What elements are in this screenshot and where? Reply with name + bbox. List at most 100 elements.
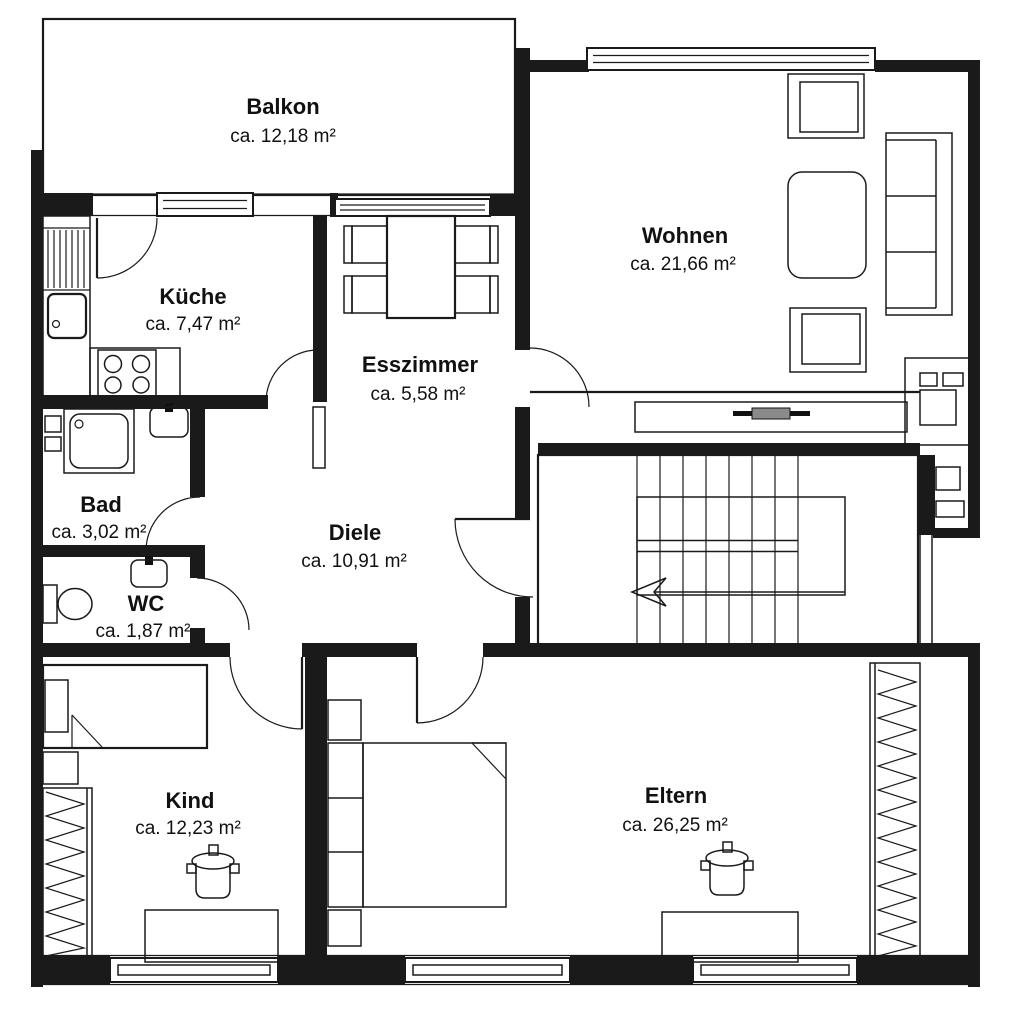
dining-table — [385, 214, 457, 320]
kueche-esszimmer-divider — [313, 216, 327, 402]
wc-sink — [130, 556, 168, 588]
dining-chair — [343, 225, 388, 264]
door-kueche-diele — [265, 349, 320, 403]
meter-box — [942, 372, 964, 387]
wohnen-west-wall-upper — [515, 48, 530, 350]
room-labels: Balkon ca. 12,18 m² Küche ca. 7,47 m² Es… — [51, 94, 735, 839]
stair-direction-arrow — [630, 577, 667, 607]
outer-wall-south-segment — [278, 955, 405, 985]
bed-eltern — [327, 742, 507, 908]
room-label-kind: Kind ca. 12,23 m² — [135, 788, 241, 839]
svg-text:ca. 5,58 m²: ca. 5,58 m² — [370, 384, 465, 405]
outer-wall-north-segment — [875, 60, 980, 72]
mid-south-wall-center — [302, 643, 417, 657]
plant-pot-kind — [186, 844, 240, 899]
svg-text:ca. 7,47 m²: ca. 7,47 m² — [145, 314, 240, 335]
entry-corridor — [530, 357, 975, 518]
desk-kind — [144, 909, 279, 963]
svg-text:WC: WC — [128, 591, 165, 616]
room-label-wc: WC ca. 1,87 m² — [95, 591, 190, 642]
door-wc — [196, 577, 250, 631]
door-bad — [145, 496, 201, 552]
apartment-entry-door-panel — [733, 407, 810, 420]
armchair — [787, 73, 865, 139]
kind-eltern-divider — [305, 657, 327, 957]
svg-text:Bad: Bad — [80, 492, 122, 517]
shaft-box — [44, 415, 62, 433]
doors — [95, 217, 590, 730]
desk-eltern — [661, 911, 799, 963]
stair-well-inner — [636, 496, 846, 596]
outer-wall-east-lower — [968, 645, 980, 987]
window-esszimmer-balcony — [334, 198, 491, 217]
kitchen-counter — [42, 215, 91, 403]
stair-treads — [636, 455, 799, 645]
dining-chair — [454, 225, 499, 264]
bad-east-wall — [190, 409, 205, 497]
walls — [31, 17, 980, 987]
eltern-furniture — [327, 662, 921, 963]
outer-wall-west — [31, 150, 43, 987]
outer-wall-step — [933, 528, 980, 538]
diele-east-wall-lower — [515, 597, 530, 655]
room-label-wohnen: Wohnen ca. 21,66 m² — [630, 223, 736, 275]
wardrobe-kind — [42, 787, 93, 961]
kitchen-stove — [89, 347, 181, 398]
svg-text:ca. 26,25 m²: ca. 26,25 m² — [622, 815, 728, 836]
svg-text:ca. 3,02 m²: ca. 3,02 m² — [51, 522, 146, 543]
wardrobe-eltern — [869, 662, 921, 963]
kitchen-fixtures — [42, 215, 181, 403]
bad-wc-divider — [31, 545, 205, 557]
svg-text:Esszimmer: Esszimmer — [362, 352, 479, 377]
armchair — [789, 307, 867, 373]
kind-furniture — [41, 663, 279, 963]
window-stairwell-east — [919, 535, 933, 645]
window-kueche-balcony — [156, 192, 254, 217]
bathroom-fixtures — [42, 403, 189, 624]
window-wohnen-north — [586, 47, 876, 71]
svg-text:ca. 12,23 m²: ca. 12,23 m² — [135, 818, 241, 839]
entry-nook — [904, 357, 975, 446]
door-kind — [229, 656, 304, 730]
door-diele-entry — [454, 517, 534, 598]
svg-text:ca. 12,18 m²: ca. 12,18 m² — [230, 126, 336, 147]
svg-text:Kind: Kind — [166, 788, 215, 813]
meter-box — [919, 372, 938, 387]
room-label-balkon: Balkon ca. 12,18 m² — [230, 94, 336, 147]
svg-text:Küche: Küche — [159, 284, 226, 309]
door-balcony-kueche — [95, 217, 158, 279]
svg-text:ca. 10,91 m²: ca. 10,91 m² — [301, 551, 407, 572]
toilet — [42, 584, 93, 624]
room-label-diele: Diele ca. 10,91 m² — [301, 520, 407, 572]
svg-text:ca. 21,66 m²: ca. 21,66 m² — [630, 254, 736, 275]
svg-text:Balkon: Balkon — [246, 94, 319, 119]
door-eltern — [415, 656, 484, 724]
svg-text:Wohnen: Wohnen — [642, 223, 728, 248]
landing-corridor — [634, 401, 908, 433]
nightstand — [42, 751, 79, 785]
stairwell-outline — [536, 453, 920, 647]
mid-south-wall-east — [483, 643, 980, 657]
living-room-furniture — [787, 73, 953, 373]
svg-text:ca. 1,87 m²: ca. 1,87 m² — [95, 621, 190, 642]
diele-east-wall-upper — [515, 407, 530, 519]
dining-chair — [343, 275, 388, 314]
room-label-kueche: Küche ca. 7,47 m² — [145, 284, 240, 335]
door-esszimmer-wohnen — [529, 347, 590, 408]
shower — [63, 408, 135, 474]
outer-wall-south-segment — [570, 955, 693, 985]
bathroom-sink — [149, 403, 189, 438]
shaft-box — [919, 389, 957, 426]
window-eltern-south-1 — [404, 957, 571, 983]
outer-wall-south-segment — [857, 955, 980, 985]
nightstand — [327, 909, 362, 947]
stairwell-north-wall — [538, 443, 920, 455]
kitchen-sink — [46, 292, 88, 340]
dining-set — [343, 214, 499, 320]
shaft-box — [44, 436, 62, 452]
shaft-box — [935, 466, 961, 491]
staircase — [536, 453, 920, 647]
room-label-bad: Bad ca. 3,02 m² — [51, 492, 146, 543]
dining-chair — [454, 275, 499, 314]
